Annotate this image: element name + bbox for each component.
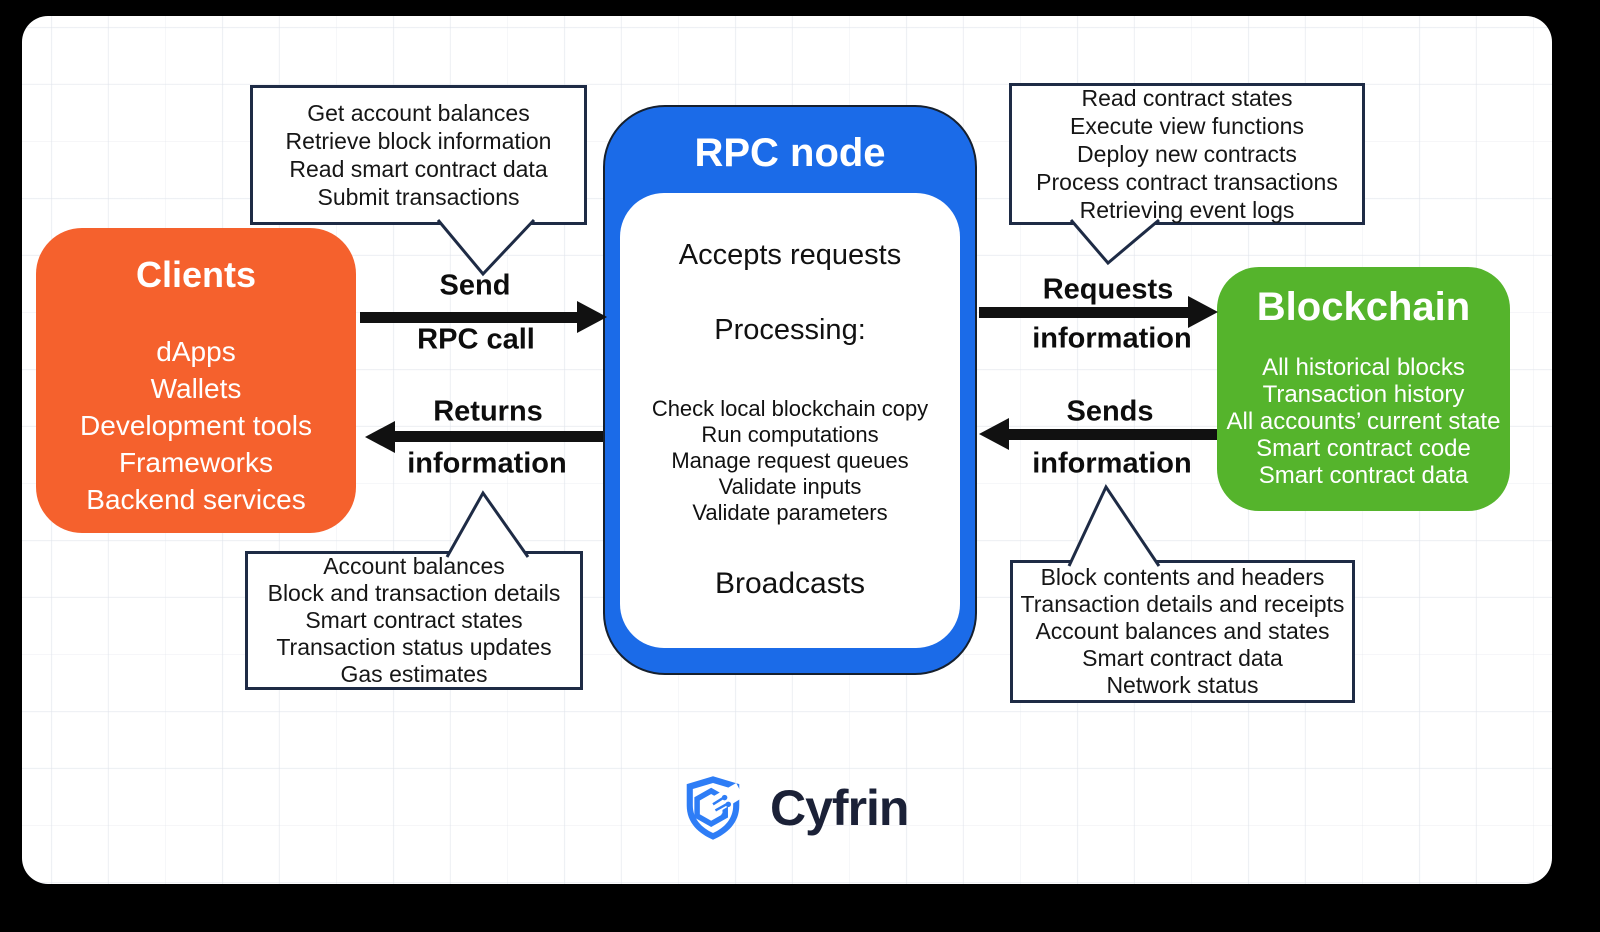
sends-arrow-label: Sends: [1066, 395, 1154, 428]
clients-title: Clients: [135, 254, 257, 295]
callout-line: Read contract states: [1081, 85, 1293, 111]
requests-arrowhead-icon: [1188, 296, 1218, 328]
callout-client-requests: Get account balances Retrieve block info…: [250, 85, 587, 225]
blockchain-item-list: All historical blocks Transaction histor…: [1217, 354, 1510, 489]
clients-item-list: dApps Wallets Development tools Framewor…: [36, 333, 356, 518]
rpc-processing-item: Validate parameters: [692, 500, 888, 525]
callout-line: Submit transactions: [317, 184, 520, 210]
returns-arrow: [395, 431, 603, 442]
blockchain-title: Blockchain: [1256, 285, 1471, 329]
diagram-canvas: Clients dApps Wallets Development tools …: [22, 16, 1552, 884]
rpc-processing-item: Manage request queues: [671, 448, 909, 473]
rpc-call-label: RPC call: [417, 323, 535, 356]
send-arrowhead-icon: [577, 301, 607, 333]
callout-line: Block and transaction details: [267, 580, 561, 606]
callout-line: Block contents and headers: [1040, 564, 1325, 590]
clients-item: dApps: [156, 336, 236, 367]
clients-item: Development tools: [80, 410, 312, 441]
callout-line: Transaction details and receipts: [1020, 591, 1345, 617]
callout-line: Retrieving event logs: [1079, 197, 1295, 223]
callout-line: Smart contract data: [1082, 645, 1283, 671]
clients-item: Backend services: [86, 484, 306, 515]
callout-line: Get account balances: [307, 100, 530, 126]
callout-line: Smart contract states: [305, 607, 523, 633]
rpc-accepts-label: Accepts requests: [678, 239, 902, 271]
callout-line: Retrieve block information: [285, 128, 552, 154]
callout-line: Account balances: [323, 553, 505, 579]
blockchain-item: Smart contract data: [1258, 462, 1469, 489]
blockchain-item: All accounts’ current state: [1226, 408, 1501, 435]
blockchain-item: All historical blocks: [1262, 354, 1465, 381]
requests-arrow: [979, 307, 1188, 318]
callout-tail-pointer: [1069, 218, 1160, 266]
clients-item: Frameworks: [118, 447, 273, 478]
returns-information-label: information: [407, 447, 567, 480]
clients-box: Clients dApps Wallets Development tools …: [36, 228, 356, 533]
sends-arrow: [1008, 429, 1217, 440]
cyfrin-wordmark: Cyfrin: [770, 780, 909, 836]
cyfrin-logo: Cyfrin: [682, 775, 909, 841]
returns-arrow-label: Returns: [433, 395, 543, 428]
blockchain-box: Blockchain All historical blocks Transac…: [1217, 267, 1510, 511]
send-arrow-label: Send: [439, 269, 511, 302]
callout-line: Network status: [1106, 672, 1259, 698]
rpc-node-title: RPC node: [694, 131, 886, 175]
requests-arrow-label: Requests: [1042, 273, 1174, 306]
rpc-broadcasts-label: Broadcasts: [714, 567, 866, 600]
clients-item: Wallets: [150, 373, 242, 404]
callout-line: Gas estimates: [340, 661, 488, 687]
blockchain-item: Smart contract code: [1256, 435, 1471, 462]
callout-line: Account balances and states: [1035, 618, 1330, 644]
callout-line: Process contract transactions: [1036, 169, 1338, 195]
callout-tail-pointer: [1067, 483, 1161, 567]
rpc-processing-item: Validate inputs: [718, 474, 862, 499]
callout-line: Read smart contract data: [289, 156, 548, 182]
cyfrin-shield-icon: [686, 776, 744, 840]
blockchain-item: Transaction history: [1262, 381, 1465, 408]
callout-chain-to-node: Block contents and headers Transaction d…: [1010, 560, 1355, 703]
requests-information-label: information: [1032, 322, 1192, 355]
rpc-node-box: RPC node Accepts requests Processing: Ch…: [603, 105, 977, 675]
send-arrow: [360, 312, 577, 323]
rpc-processing-list: Check local blockchain copy Run computat…: [620, 396, 960, 526]
callout-line: Deploy new contracts: [1077, 141, 1297, 167]
callout-tail-pointer: [436, 218, 536, 277]
rpc-processing-heading: Processing:: [714, 314, 866, 346]
callout-line: Transaction status updates: [276, 634, 552, 660]
returns-arrowhead-icon: [365, 421, 395, 453]
callout-node-to-chain: Read contract states Execute view functi…: [1009, 83, 1365, 225]
sends-arrowhead-icon: [979, 418, 1009, 450]
rpc-node-inner-panel: Accepts requests Processing: Check local…: [620, 193, 960, 648]
sends-information-label: information: [1032, 447, 1192, 480]
callout-line: Execute view functions: [1070, 113, 1304, 139]
callout-tail-pointer: [445, 490, 530, 558]
rpc-processing-item: Check local blockchain copy: [651, 396, 929, 421]
rpc-processing-item: Run computations: [701, 422, 879, 447]
callout-returned-to-client: Account balances Block and transaction d…: [245, 551, 583, 690]
